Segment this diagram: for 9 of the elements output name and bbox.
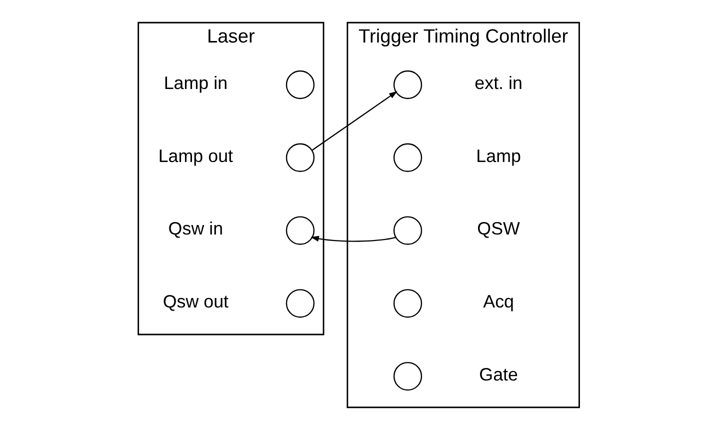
- node-label: Lamp out: [158, 146, 233, 166]
- node-label: Acq: [482, 292, 514, 312]
- node-label: QSW: [476, 218, 520, 239]
- node-label: ext. in: [474, 72, 522, 93]
- node-label: Lamp: [476, 146, 520, 166]
- node-label: Qsw out: [162, 292, 228, 312]
- node-label: Qsw in: [168, 218, 223, 239]
- node-label: Gate: [478, 364, 518, 384]
- node-label: Lamp in: [163, 72, 228, 93]
